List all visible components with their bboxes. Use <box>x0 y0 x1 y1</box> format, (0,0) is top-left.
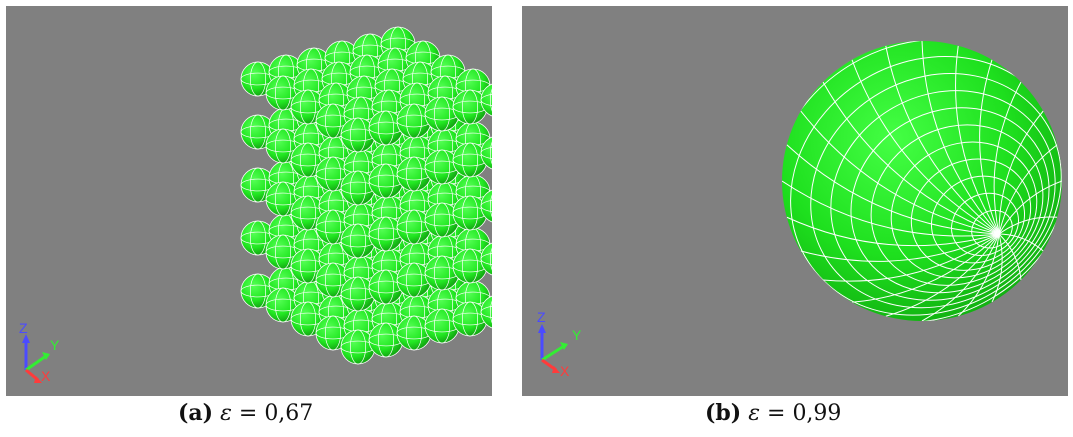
panel-b: Z Y X <box>522 6 1068 396</box>
meridian-line <box>822 81 1000 235</box>
meridian-line <box>851 59 1000 235</box>
axis-y-line <box>25 354 47 372</box>
meridian-line <box>921 41 1000 235</box>
meridian-line <box>993 81 1022 235</box>
caption-value: 0,99 <box>792 401 842 426</box>
small-sphere <box>452 301 488 337</box>
axis-triad: Z Y X <box>537 309 582 379</box>
meridian-line <box>979 59 1000 235</box>
meridian-line <box>955 45 1000 235</box>
caption-tag: (b) <box>705 400 742 426</box>
meridian-line <box>957 233 1000 317</box>
caption-b: (b) ε = 0,99 <box>705 400 841 426</box>
axis-z-arrow <box>22 334 30 343</box>
meridian-line <box>786 144 1000 235</box>
meridian-line <box>800 233 1000 262</box>
small-sphere <box>480 242 492 276</box>
small-sphere <box>396 103 432 139</box>
axis-z-label: Z <box>537 309 546 325</box>
caption-a: (a) ε = 0,67 <box>178 400 313 426</box>
small-sphere <box>340 117 376 153</box>
meridian-line <box>786 216 1000 247</box>
meridian-line <box>998 216 1058 235</box>
sphere-wireframe <box>782 41 1062 321</box>
caption-equals: = <box>760 401 793 426</box>
small-sphere <box>340 170 376 206</box>
meridian-line <box>885 45 1000 235</box>
meridian-line <box>998 144 1058 235</box>
viewport-a: Z Y X <box>6 6 492 396</box>
meridian-line <box>800 110 1000 235</box>
caption-symbol: ε <box>220 401 232 426</box>
viewport-b: Z Y X <box>522 6 1068 396</box>
small-sphere <box>480 136 492 170</box>
small-sphere <box>480 295 492 329</box>
parallel-line <box>890 141 1038 279</box>
parallel-line <box>870 124 1044 286</box>
axis-y-label: Y <box>572 327 582 343</box>
sphere-packing <box>240 26 492 365</box>
meridian-line <box>782 180 1000 237</box>
large-sphere <box>782 41 1062 321</box>
meridian-line <box>998 233 1022 281</box>
parallel-line <box>930 175 1026 264</box>
axis-triad: Z Y X <box>19 320 60 384</box>
parallel-line <box>971 209 1013 249</box>
caption-equals: = <box>231 401 265 426</box>
parallel-line <box>810 73 1062 309</box>
axis-x-arrow <box>34 376 42 383</box>
axis-z-label: Z <box>19 320 28 336</box>
caption-tag: (a) <box>178 400 214 426</box>
parallel-line <box>850 107 1050 294</box>
caption-value: 0,67 <box>264 401 314 426</box>
axis-y-label: Y <box>50 337 60 353</box>
axis-x-label: X <box>41 368 51 384</box>
meridian-line <box>998 180 1062 235</box>
axis-x-arrow <box>552 366 560 373</box>
axis-y-arrow <box>42 352 50 360</box>
axis-y-line <box>541 344 565 362</box>
axis-z-arrow <box>538 324 546 333</box>
small-sphere <box>424 96 460 132</box>
small-sphere <box>424 255 460 291</box>
small-sphere <box>480 189 492 223</box>
axis-x-label: X <box>560 363 570 379</box>
small-sphere <box>368 322 404 358</box>
parallel-line <box>951 192 1019 256</box>
small-sphere <box>340 223 376 259</box>
small-sphere <box>480 83 492 117</box>
panel-a: Z Y X <box>6 6 552 396</box>
axis-y-arrow <box>560 342 568 350</box>
meridian-line <box>998 233 1044 252</box>
sphere-body <box>782 41 1062 321</box>
parallel-line <box>910 158 1032 271</box>
caption-symbol: ε <box>748 401 761 426</box>
parallel-line <box>830 90 1056 301</box>
